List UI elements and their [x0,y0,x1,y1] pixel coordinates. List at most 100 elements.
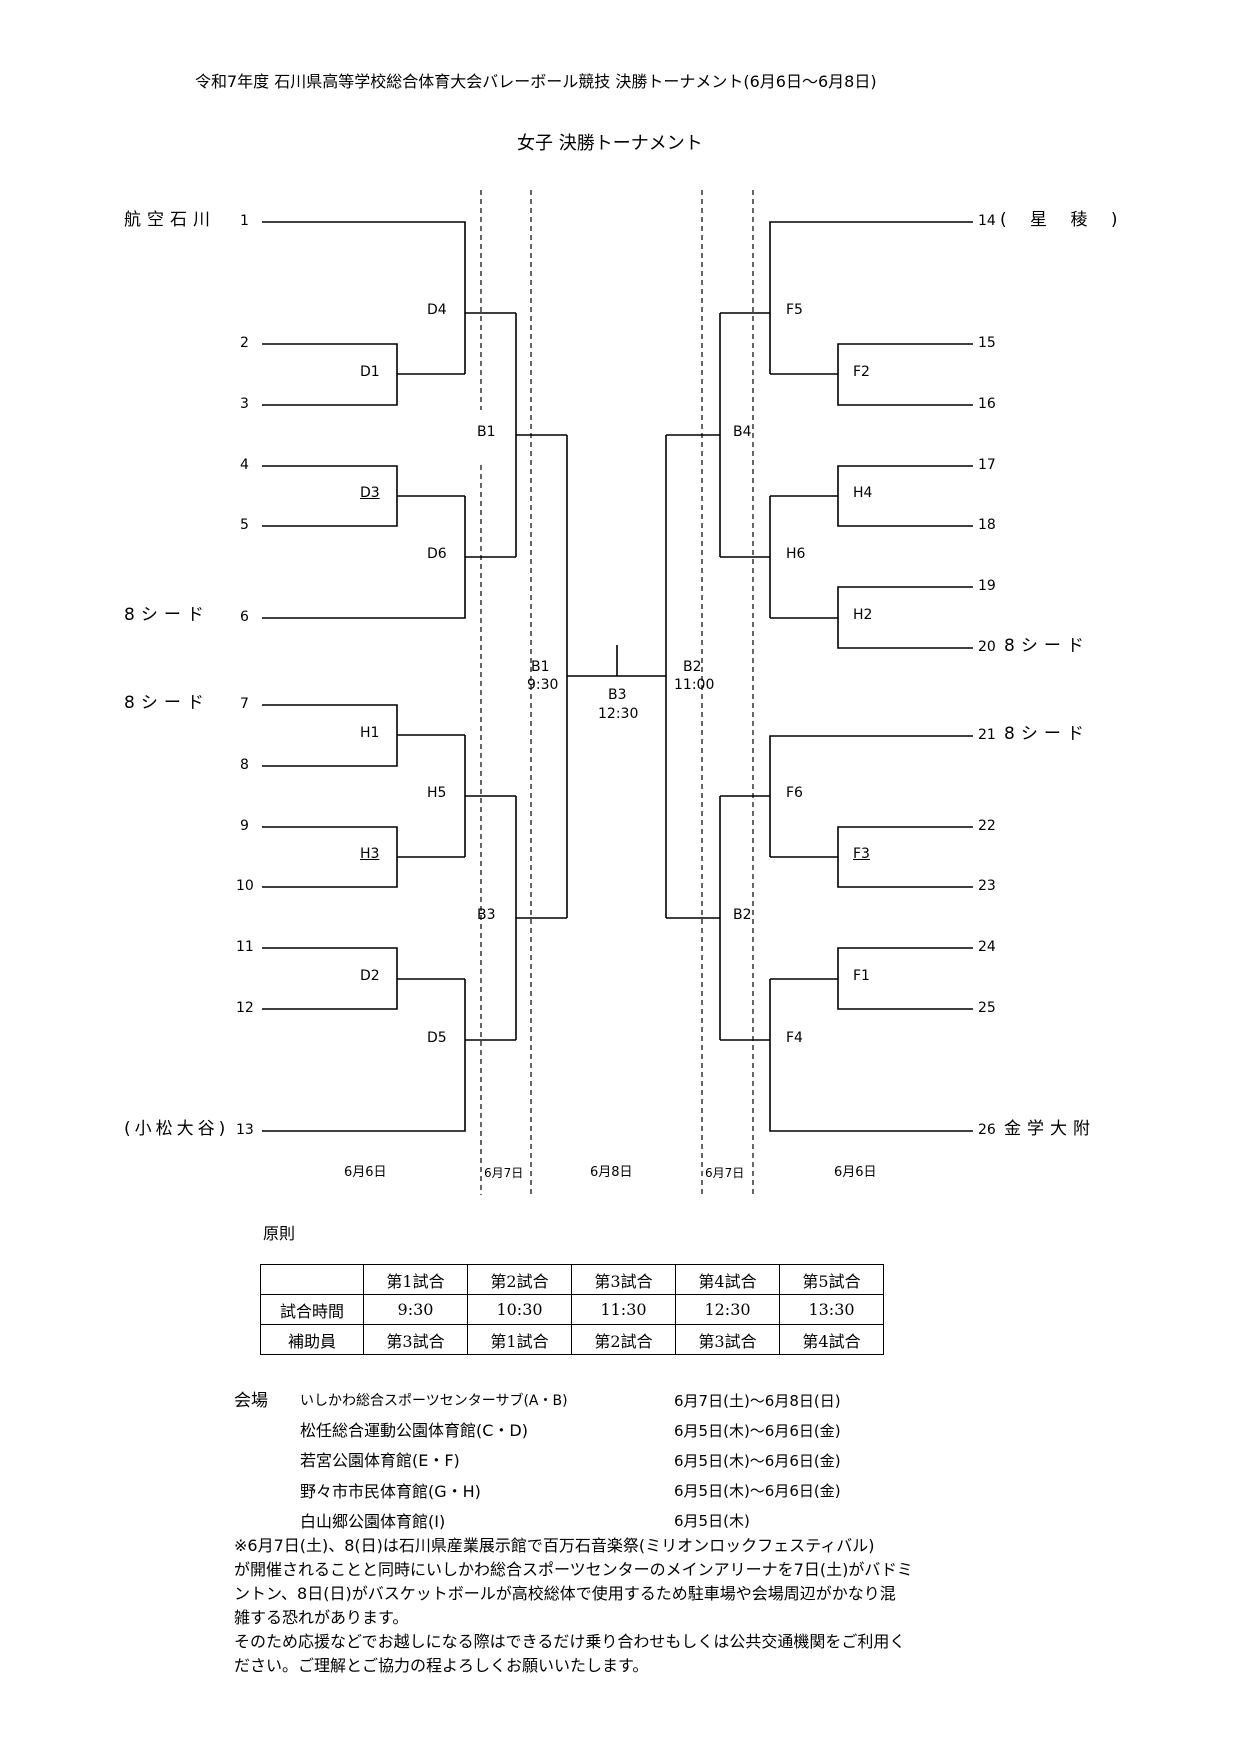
left-team-13: (小松大谷) [124,1119,230,1139]
final-label: B3 [608,687,627,703]
seed-number: 8 [240,757,249,773]
date-right-round2: 6月7日 [705,1166,745,1180]
seed-number: 5 [240,517,249,533]
match-label-d5: D5 [427,1030,447,1046]
semifinal-left-label: B1 [531,659,550,675]
table-header-cell: 第1試合 [363,1264,468,1295]
seed-number: 21 [978,727,996,743]
table-row: 第1試合 第2試合 第3試合 第4試合 第5試合 [260,1264,884,1295]
match-label-b1: B1 [477,424,496,440]
seed-number: 17 [978,457,996,473]
table-cell: 第3試合 [675,1324,780,1355]
seed-number: 11 [236,939,254,955]
seed-number: 2 [240,335,249,351]
left-team-1: 航空石川 [124,210,216,230]
seed-number: 23 [978,878,996,894]
right-team-14: ( 星 稜 ) [1000,210,1127,230]
seed-number: 10 [236,878,254,894]
seed-number: 19 [978,578,996,594]
seed-number: 20 [978,639,996,655]
match-label-h5: H5 [427,785,447,801]
table-header-cell: 第5試合 [779,1264,884,1295]
semifinal-left-time: 9:30 [527,677,559,693]
venue-name: 野々市市民体育館(G・H) [300,1482,481,1501]
match-label-f3: F3 [853,846,870,862]
bracket-lines [262,190,973,1195]
table-cell: 13:30 [779,1294,884,1325]
venue-dates: 6月7日(土)～6月8日(日) [674,1392,841,1410]
left-team-6: 8シード [124,605,210,625]
match-label-b2: B2 [733,907,752,923]
seed-number: 7 [240,696,249,712]
date-left-round2: 6月7日 [484,1166,524,1180]
seed-number: 26 [978,1122,996,1138]
note-line: そのため応援などでお越しになる際はできるだけ乗り合わせもしくは公共交通機関をご利… [234,1632,906,1651]
table-cell: 10:30 [467,1294,572,1325]
match-label-h1: H1 [360,725,380,741]
note-line: ※6月7日(土)、8(日)は石川県産業展示館で百万石音楽祭(ミリオンロックフェス… [234,1536,875,1555]
table-cell: 12:30 [675,1294,780,1325]
seed-number: 3 [240,396,249,412]
venue-name: 松任総合運動公園体育館(C・D) [300,1421,528,1440]
seed-number: 1 [240,213,249,229]
semifinal-right-time: 11:00 [674,677,715,693]
match-label-f6: F6 [786,785,803,801]
rules-table: 第1試合 第2試合 第3試合 第4試合 第5試合 試合時間 9:30 10:30… [260,1264,884,1355]
seed-number: 6 [240,609,249,625]
match-label-h2: H2 [853,607,873,623]
venue-dates: 6月5日(木)～6月6日(金) [674,1452,841,1470]
table-cell: 第1試合 [467,1324,572,1355]
seed-number: 14 [978,213,996,229]
match-label-d1: D1 [360,364,380,380]
table-cell: 第4試合 [779,1324,884,1355]
table-row-label: 試合時間 [260,1294,364,1325]
table-row: 補助員 第3試合 第1試合 第2試合 第3試合 第4試合 [260,1324,884,1355]
table-header-cell: 第2試合 [467,1264,572,1295]
note-line: が開催されることと同時にいしかわ総合スポーツセンターのメインアリーナを7日(土)… [234,1560,913,1579]
table-cell: 第2試合 [571,1324,676,1355]
table-header-cell: 第3試合 [571,1264,676,1295]
seed-number: 22 [978,818,996,834]
bracket-subtitle: 女子 決勝トーナメント [517,133,703,154]
table-cell: 第3試合 [363,1324,468,1355]
match-label-b4: B4 [733,424,752,440]
table-header-cell: 第4試合 [675,1264,780,1295]
match-label-d2: D2 [360,968,380,984]
final-time: 12:30 [598,706,639,722]
venue-name: いしかわ総合スポーツセンターサブ(A・B) [300,1393,568,1409]
left-team-7: 8シード [124,693,210,713]
seed-number: 16 [978,396,996,412]
right-team-26: 金学大附 [1004,1119,1096,1139]
table-row-label: 補助員 [260,1324,364,1355]
table-cell: 9:30 [363,1294,468,1325]
right-team-20: 8シード [1004,636,1090,656]
seed-number: 24 [978,939,996,955]
table-row: 試合時間 9:30 10:30 11:30 12:30 13:30 [260,1294,884,1325]
venue-dates: 6月5日(木)～6月6日(金) [674,1422,841,1440]
rules-heading: 原則 [263,1224,296,1243]
note-line: ださい。ご理解とご協力の程よろしくお願いいたします。 [234,1656,649,1675]
seed-number: 12 [236,1000,254,1016]
match-label-d6: D6 [427,546,447,562]
match-label-d3: D3 [360,485,380,501]
match-label-h3: H3 [360,846,380,862]
right-team-21: 8シード [1004,724,1090,744]
semifinal-right-label: B2 [683,659,702,675]
match-label-f1: F1 [853,968,870,984]
table-cell: 11:30 [571,1294,676,1325]
venue-name: 若宮公園体育館(E・F) [300,1451,460,1470]
seed-number: 18 [978,517,996,533]
match-label-f4: F4 [786,1030,803,1046]
table-cell [260,1264,364,1295]
venue-dates: 6月5日(木)～6月6日(金) [674,1482,841,1500]
seed-number: 4 [240,457,249,473]
match-label-f5: F5 [786,302,803,318]
match-label-f2: F2 [853,364,870,380]
match-label-h6: H6 [786,546,806,562]
match-label-d4: D4 [427,302,447,318]
note-line: ントン、8日(日)がバスケットボールが高校総体で使用するため駐車場や会場周辺がか… [234,1584,896,1603]
seed-number: 15 [978,335,996,351]
venues-heading: 会場 [234,1391,268,1411]
date-right-round1: 6月6日 [834,1165,877,1180]
seed-number: 9 [240,818,249,834]
